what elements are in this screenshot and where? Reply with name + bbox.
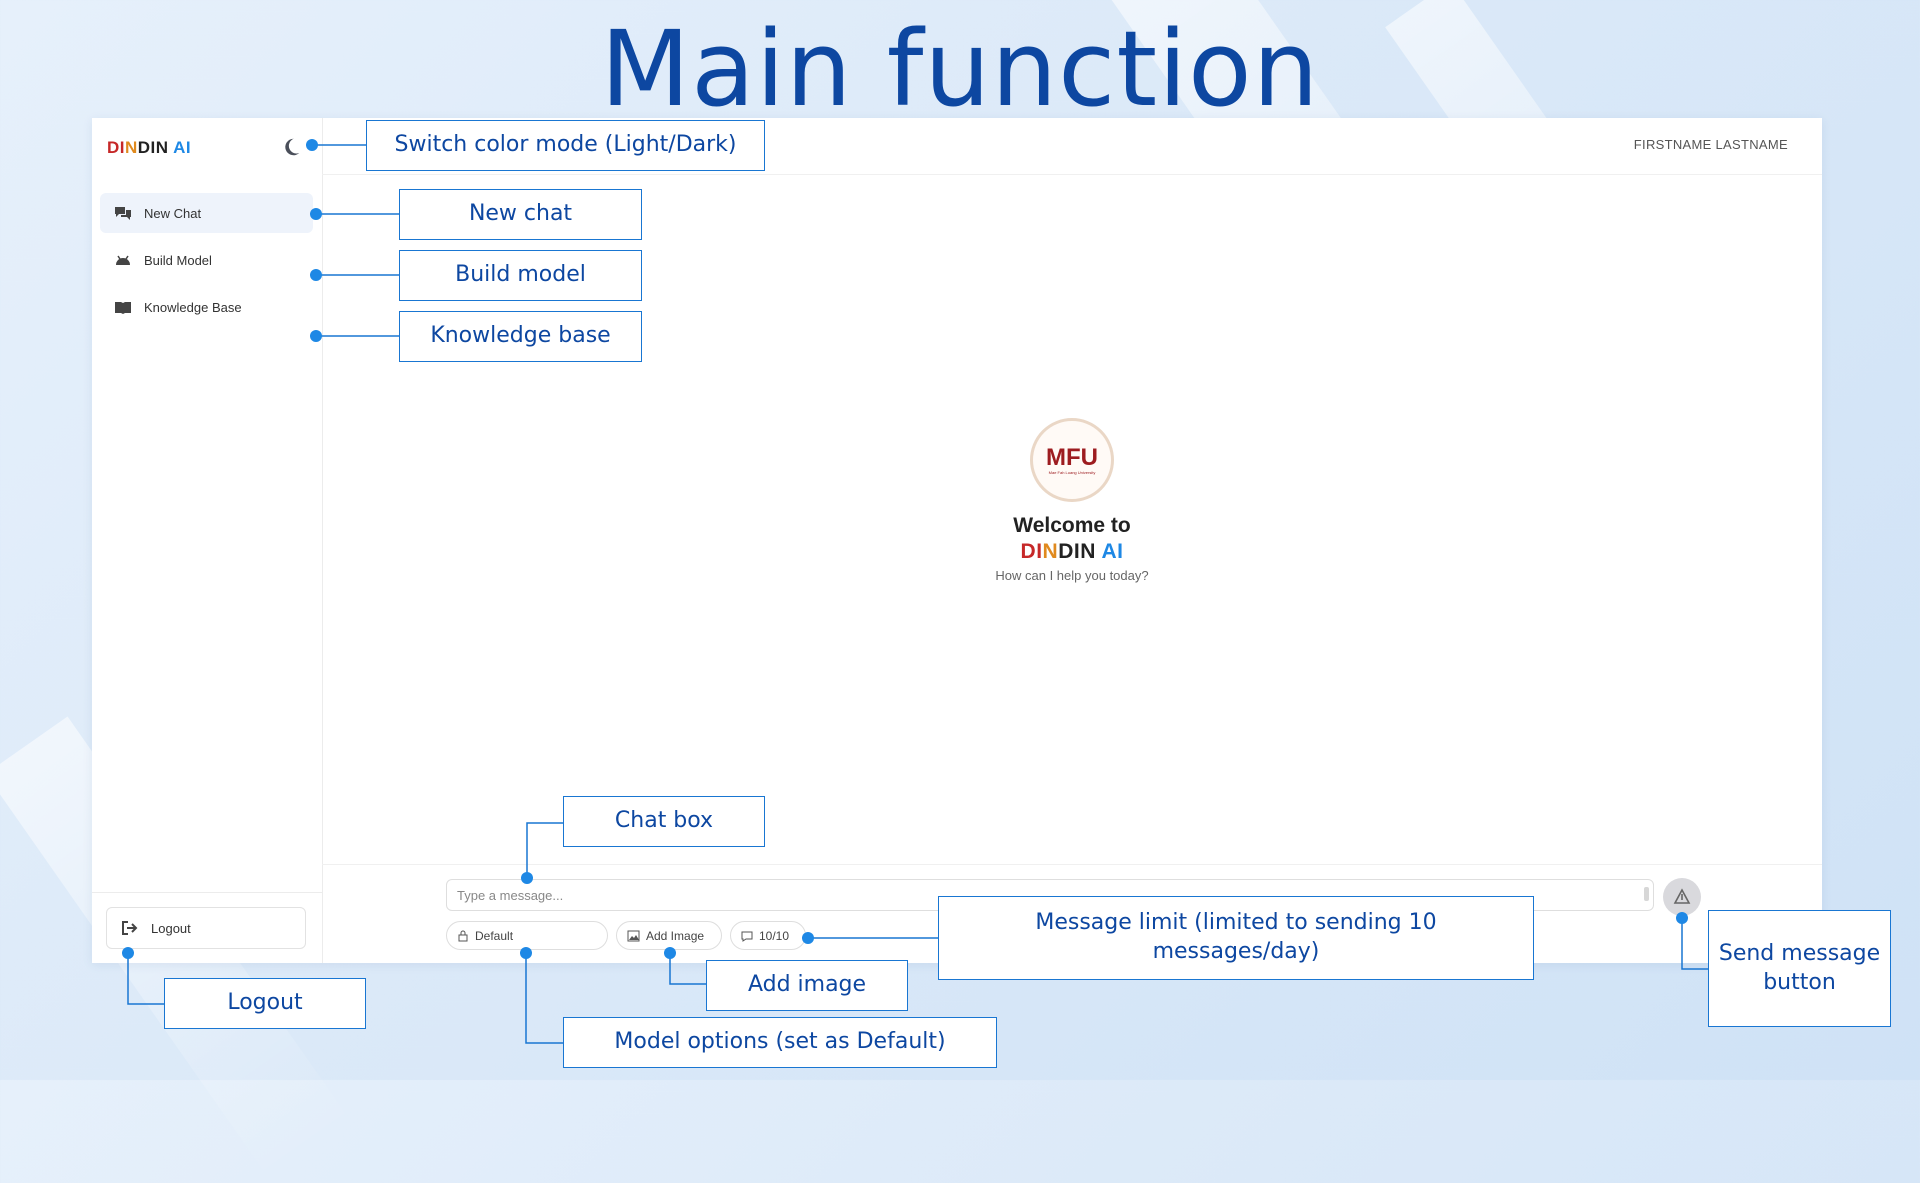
chat-bubbles-icon [115, 207, 131, 220]
brand-part: AI [1095, 540, 1124, 563]
comment-icon [741, 931, 753, 942]
brand-part: AI [168, 138, 192, 157]
annotation-logout: Logout [164, 978, 366, 1029]
annotation-chat-box: Chat box [563, 796, 765, 847]
brand-part: DI [107, 138, 125, 157]
annotation-switch-mode: Switch color mode (Light/Dark) [366, 120, 765, 171]
annotation-dot [664, 947, 676, 959]
annotation-dot [802, 932, 814, 944]
model-select[interactable]: Default [446, 921, 608, 950]
add-image-label: Add Image [646, 928, 705, 943]
sidebar-item-build-model[interactable]: Build Model [100, 240, 313, 280]
sidebar-footer: Logout [92, 892, 322, 963]
brand-part: N [125, 138, 138, 157]
add-image-button[interactable]: Add Image [616, 921, 722, 950]
logout-button[interactable]: Logout [106, 907, 306, 949]
message-limit-value: 10/10 [759, 928, 790, 943]
user-name[interactable]: FIRSTNAME LASTNAME [1633, 137, 1788, 152]
slide-title: Main function [600, 8, 1320, 130]
lock-icon [458, 930, 468, 941]
model-select-value: Default [475, 928, 514, 943]
sidebar: DINDIN AI New Chat Build Model Knowledge… [92, 118, 323, 963]
annotation-dot [310, 208, 322, 220]
annotation-dot [521, 872, 533, 884]
top-bar: FIRSTNAME LASTNAME [322, 118, 1822, 175]
welcome-brand: DINDIN AI [322, 540, 1822, 564]
book-icon [115, 302, 131, 314]
annotation-dot [1676, 912, 1688, 924]
brand-part: N [1042, 540, 1059, 563]
brand-part: DIN [1058, 540, 1096, 563]
annotation-send-button: Send message button [1708, 910, 1891, 1027]
annotation-dot [306, 139, 318, 151]
sidebar-item-knowledge-base[interactable]: Knowledge Base [100, 287, 313, 327]
brand-logo: DINDIN AI [107, 138, 191, 158]
logo-subtext: Mae Fah Luang University [1048, 469, 1096, 475]
welcome-title: Welcome to [1013, 514, 1131, 537]
logout-icon [122, 921, 138, 935]
image-icon [627, 930, 640, 941]
university-logo: MFU Mae Fah Luang University [1030, 418, 1114, 502]
annotation-dot [310, 330, 322, 342]
sidebar-item-label: Knowledge Base [144, 299, 242, 315]
sidebar-item-new-chat[interactable]: New Chat [100, 193, 313, 233]
send-icon [1673, 888, 1691, 904]
sidebar-item-label: New Chat [144, 205, 202, 221]
annotation-message-limit: Message limit (limited to sending 10 mes… [938, 896, 1534, 980]
annotation-dot [122, 947, 134, 959]
annotation-knowledge-base: Knowledge base [399, 311, 642, 362]
brand-part: DIN [137, 138, 169, 157]
message-limit-badge: 10/10 [730, 921, 806, 950]
annotation-dot [310, 269, 322, 281]
logo-text: MFU [1046, 443, 1098, 471]
welcome-panel: MFU Mae Fah Luang University Welcome to … [322, 418, 1822, 583]
annotation-new-chat: New chat [399, 189, 642, 240]
brand-part: DI [1020, 540, 1043, 563]
annotation-build-model: Build model [399, 250, 642, 301]
annotation-model-options: Model options (set as Default) [563, 1017, 997, 1068]
moon-icon[interactable] [280, 136, 302, 158]
input-scrollbar[interactable] [1644, 887, 1649, 901]
sidebar-item-label: Build Model [144, 252, 212, 268]
annotation-add-image: Add image [706, 960, 908, 1011]
annotation-dot [520, 947, 532, 959]
welcome-subtitle: How can I help you today? [995, 568, 1149, 583]
robot-icon [116, 255, 130, 265]
logout-label: Logout [151, 920, 191, 936]
send-button[interactable] [1663, 878, 1701, 916]
app-window: DINDIN AI New Chat Build Model Knowledge… [92, 118, 1822, 963]
